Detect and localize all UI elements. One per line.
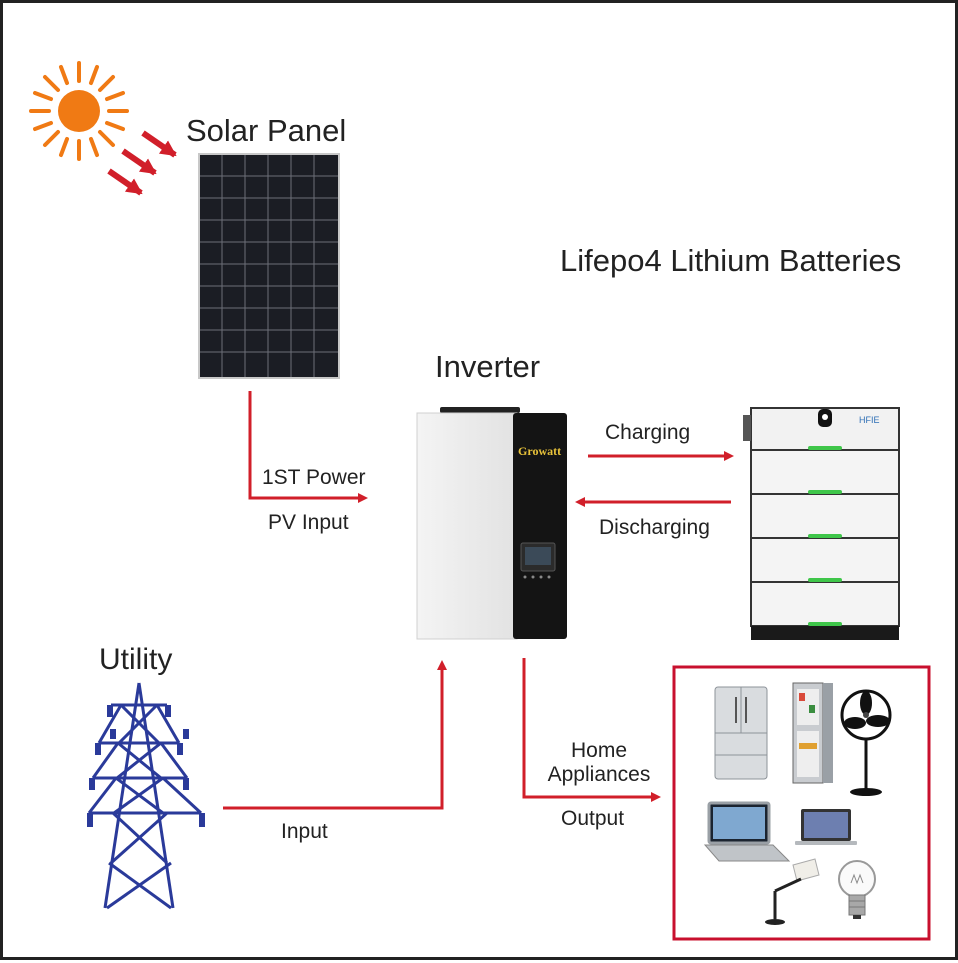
- solar-panel-title: Solar Panel: [186, 113, 347, 148]
- inverter-icon: Growatt: [416, 407, 567, 640]
- inverter-title: Inverter: [435, 349, 541, 384]
- laptop-open-icon: [795, 809, 857, 845]
- sun-ray-arrows: [107, 130, 177, 196]
- first-power-label: 1ST Power: [262, 466, 366, 489]
- diagram-graphics: Growatt HFIE: [29, 61, 931, 941]
- utility-title: Utility: [99, 643, 173, 676]
- inverter-brand-text: Growatt: [518, 444, 561, 458]
- solar-panel-icon: [198, 153, 340, 379]
- pv-input-arrow: [248, 391, 368, 503]
- floor-lamp-icon: [765, 858, 820, 925]
- batteries-title: Lifepo4 Lithium Batteries: [560, 243, 902, 278]
- utility-input-arrow: [223, 660, 447, 810]
- power-tower-icon: [87, 682, 203, 910]
- output-arrow: [522, 658, 661, 802]
- light-bulb-icon: [838, 860, 876, 919]
- sun-icon: [29, 61, 129, 161]
- fridge-open-icon: [792, 682, 833, 784]
- laptop-icon: [703, 801, 791, 862]
- home-appliances-label-line1: Home: [570, 739, 628, 762]
- refrigerator-icon: [714, 686, 768, 780]
- pv-input-label: PV Input: [268, 511, 349, 534]
- tower-insulators: [87, 705, 205, 827]
- utility-input-label: Input: [281, 820, 328, 843]
- charging-label: Charging: [605, 421, 691, 444]
- home-appliances-label-line2: Appliances: [547, 763, 651, 786]
- discharging-label: Discharging: [599, 516, 710, 539]
- output-label: Output: [561, 807, 625, 830]
- flow-arrows: [223, 391, 734, 810]
- fan-icon: [840, 689, 892, 796]
- appliances-frame: [672, 665, 931, 941]
- battery-stack-icon: HFIE: [743, 407, 900, 640]
- battery-brand-text: HFIE: [859, 415, 880, 425]
